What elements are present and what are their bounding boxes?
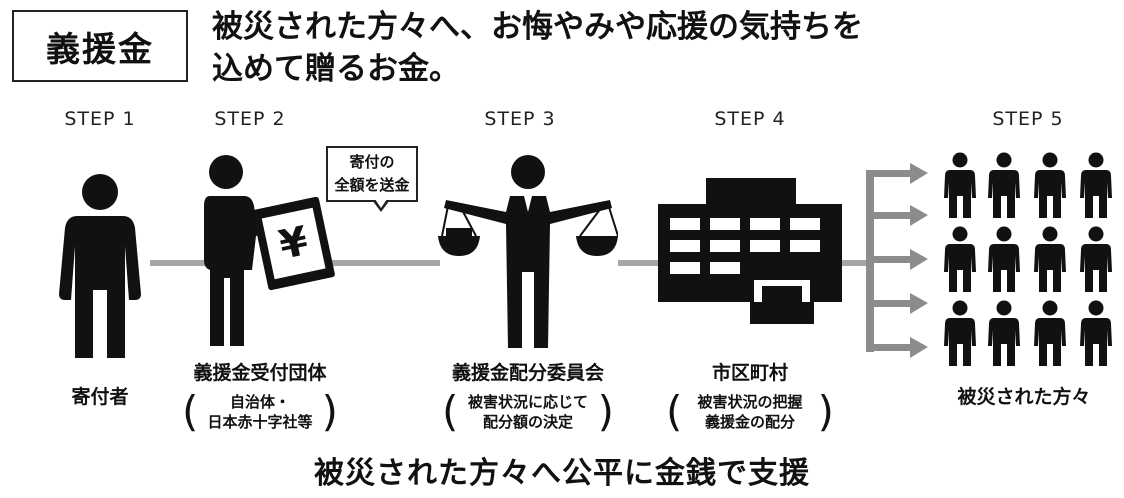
group-of-people-icon bbox=[944, 152, 1112, 366]
headline: 被災された方々へ、お悔やみや応援の気持ちを 込めて贈るお金。 bbox=[212, 9, 863, 87]
title-box: 義援金 bbox=[12, 10, 188, 82]
callout-full-amount: 寄付の 全額を送金 bbox=[326, 146, 418, 202]
step-4-detail: 被害状況の把握 義援金の配分 bbox=[666, 388, 834, 436]
step-5-label: STEP 5 bbox=[992, 108, 1064, 130]
step-4-label: STEP 4 bbox=[714, 108, 786, 130]
connector-2-3 bbox=[325, 260, 440, 266]
step-3-name: 義援金配分委員会 bbox=[451, 362, 604, 384]
callout-tail-inner bbox=[375, 199, 387, 208]
step-5-name: 被災された方々 bbox=[957, 386, 1091, 408]
step-1-name: 寄付者 bbox=[71, 386, 129, 408]
city-hall-building-icon bbox=[658, 178, 842, 324]
connector-4-5 bbox=[842, 260, 868, 266]
arrow-right-icon bbox=[866, 293, 928, 314]
step-3-label: STEP 3 bbox=[484, 108, 556, 130]
distribution-arrows bbox=[866, 163, 928, 358]
person-holding-money-box-icon: ¥ bbox=[204, 155, 335, 346]
title-text: 義援金 bbox=[46, 29, 154, 70]
step-2-label: STEP 2 bbox=[214, 108, 286, 130]
connector-3-4 bbox=[618, 260, 658, 266]
arrow-right-icon bbox=[866, 163, 928, 184]
balance-scale-person-icon bbox=[438, 155, 618, 348]
connector-1-2 bbox=[150, 260, 210, 266]
step-4-name: 市区町村 bbox=[711, 362, 788, 384]
step-1-label: STEP 1 bbox=[64, 108, 136, 130]
step-2-name: 義援金受付団体 bbox=[193, 362, 327, 384]
arrow-right-icon bbox=[866, 337, 928, 358]
person-icon bbox=[59, 174, 141, 358]
footer-slogan: 被災された方々へ公平に金銭で支援 bbox=[314, 456, 810, 491]
arrow-right-icon bbox=[866, 205, 928, 226]
arrow-right-icon bbox=[866, 249, 928, 270]
step-3-detail: 被害状況に応じて 配分額の決定 bbox=[442, 388, 614, 436]
step-2-detail: 自治体・ 日本赤十字社等 bbox=[182, 388, 338, 436]
